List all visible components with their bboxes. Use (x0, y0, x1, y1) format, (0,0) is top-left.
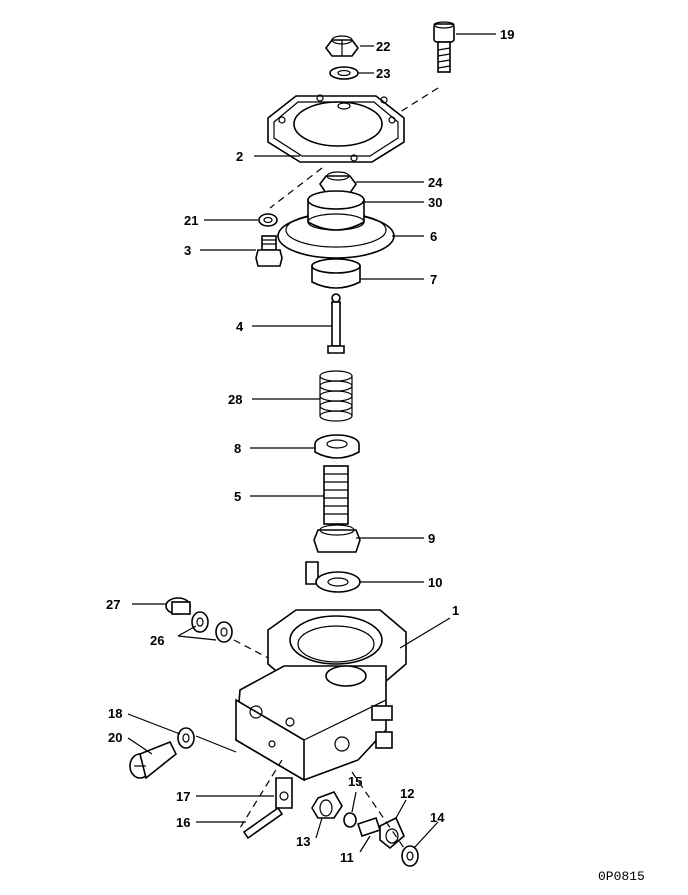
part-9-nut (313, 524, 361, 553)
leader-lines (127, 33, 496, 853)
part-14-washer (401, 845, 419, 867)
callout-28: 28 (228, 392, 242, 407)
callout-4: 4 (236, 319, 244, 334)
callout-19: 19 (500, 27, 514, 42)
callout-23: 23 (376, 66, 390, 81)
callout-2: 2 (236, 149, 243, 164)
callout-17: 17 (176, 789, 190, 804)
callout-labels: 22 23 19 2 24 30 21 6 3 7 4 28 8 5 9 10 … (106, 27, 514, 865)
part-30-piston (307, 190, 365, 231)
part-3-plug (255, 235, 283, 267)
part-12-cap (379, 816, 405, 850)
part-1-body (235, 609, 407, 782)
callout-3: 3 (184, 243, 191, 258)
drawing-code: 0P0815 (598, 869, 645, 884)
part-26-washers (191, 611, 233, 643)
part-4-rod (327, 293, 345, 354)
callout-20: 20 (108, 730, 122, 745)
part-17-bracket (275, 777, 293, 809)
callout-9: 9 (428, 531, 435, 546)
callout-13: 13 (296, 834, 310, 849)
part-15-o-ring (343, 812, 357, 828)
part-5-spring (323, 465, 349, 525)
part-22-nut (325, 35, 359, 57)
part-11-pin (356, 816, 382, 838)
callout-27: 27 (106, 597, 120, 612)
callout-7: 7 (430, 272, 437, 287)
callout-1: 1 (452, 603, 459, 618)
callout-21: 21 (184, 213, 198, 228)
callout-11: 11 (340, 850, 354, 865)
callout-30: 30 (428, 195, 442, 210)
part-18-washer (177, 727, 195, 749)
callout-8: 8 (234, 441, 241, 456)
callout-18: 18 (108, 706, 122, 721)
part-20-screw (129, 740, 178, 780)
callout-26: 26 (150, 633, 164, 648)
part-21-o-ring (258, 213, 278, 227)
part-8-spring-seat (314, 434, 360, 459)
part-23-washer (329, 66, 359, 80)
part-19-bolt (433, 21, 455, 73)
part-27-plug (165, 597, 191, 615)
part-10-washer (305, 561, 361, 593)
callout-10: 10 (428, 575, 442, 590)
callout-24: 24 (428, 175, 443, 190)
callout-5: 5 (234, 489, 241, 504)
part-13-nut (311, 791, 343, 819)
callout-22: 22 (376, 39, 390, 54)
callout-16: 16 (176, 815, 190, 830)
part-24-nut (319, 171, 357, 194)
callout-14: 14 (430, 810, 445, 825)
callout-6: 6 (430, 229, 437, 244)
part-28-spring (319, 370, 353, 422)
part-16-pin (242, 806, 284, 840)
callout-12: 12 (400, 786, 414, 801)
part-7-cylinder (311, 258, 361, 289)
part-2-cover (267, 94, 405, 163)
callout-15: 15 (348, 774, 362, 789)
